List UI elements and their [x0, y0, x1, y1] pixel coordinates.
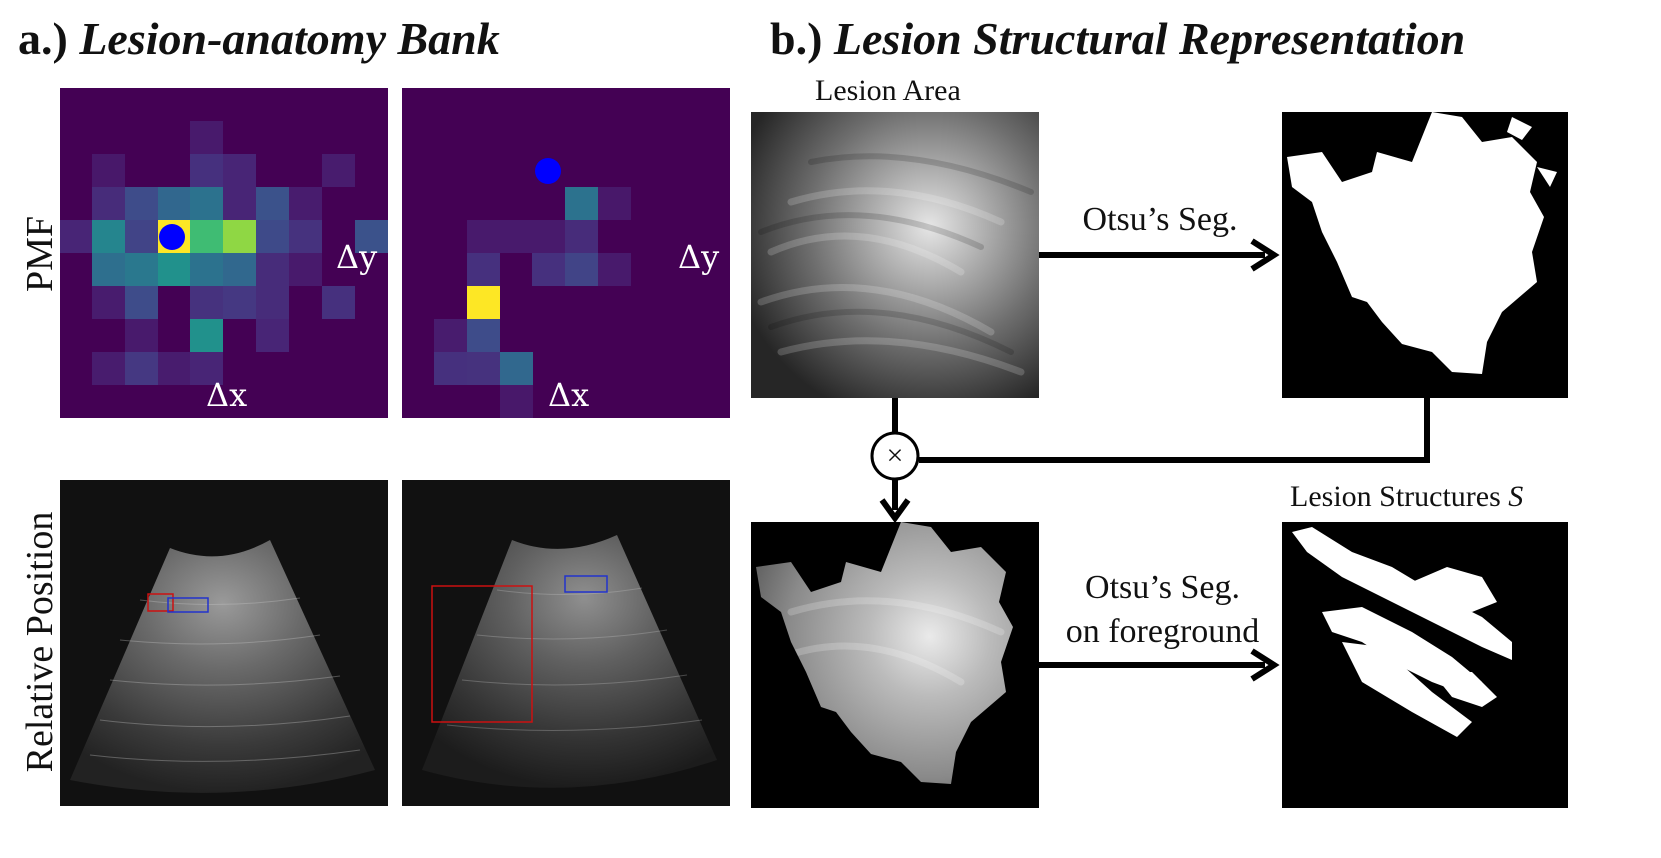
pmf-heatmap-1: Δy Δx [60, 88, 388, 418]
pmf-heatmap-2-cells [434, 187, 631, 418]
lesion-area-svg [751, 112, 1039, 398]
caption-lesion-structures: Lesion Structures S [1290, 480, 1523, 514]
us1-red-box [147, 593, 174, 612]
arrow-bottom-label-2: on foreground [1065, 613, 1260, 650]
row-label-relative-position: Relative Position [19, 511, 61, 773]
caption-structures-symbol: S [1508, 480, 1524, 513]
pmf-2-dx-label: Δx [548, 376, 590, 414]
caption-lesion-area: Lesion Area [815, 74, 961, 107]
us1-blue-box [167, 597, 209, 613]
arrow-top-label: Otsu’s Seg. [1082, 201, 1238, 238]
lesion-structures-image [1282, 522, 1568, 808]
row-label-pmf: PMF [19, 215, 61, 293]
pmf-heatmap-2-svg [402, 88, 730, 418]
panel-a-title: a.) Lesion-anatomy Bank [18, 12, 500, 65]
pmf-1-dx-label: Δx [206, 376, 248, 414]
pmf-heatmap-1-svg [60, 88, 388, 418]
lesion-structures-svg [1282, 522, 1568, 808]
lesion-area-image [751, 112, 1039, 398]
panel-b-title-text: Lesion Structural Representation [833, 13, 1466, 64]
us2-blue-box [564, 575, 608, 593]
panel-b-prefix: b.) [770, 13, 823, 64]
panel-b-title: b.) Lesion Structural Representation [770, 12, 1465, 65]
pmf-heatmap-2: Δy Δx [402, 88, 730, 418]
panel-a-prefix: a.) [18, 13, 68, 64]
pmf-1-origin-dot [159, 224, 185, 250]
us2-red-box [431, 585, 533, 723]
masked-lesion-image [751, 522, 1039, 808]
pmf-heatmap-1-cells [60, 121, 388, 385]
arrow-top-head [1250, 238, 1280, 272]
multiply-symbol: × [886, 439, 904, 472]
arrow-bottom-label-1: Otsu’s Seg. [1085, 569, 1240, 606]
pmf-1-dy-label: Δy [336, 238, 378, 276]
panel-a-title-text: Lesion-anatomy Bank [79, 13, 500, 64]
ultrasound-image-2 [402, 480, 730, 806]
masked-lesion-svg [751, 522, 1039, 808]
pmf-2-dy-label: Δy [678, 238, 720, 276]
caption-structures-text: Lesion Structures [1290, 480, 1501, 513]
mask-connector [919, 398, 1430, 463]
arrow-bottom-head [1250, 648, 1280, 682]
otsu-mask-svg [1282, 112, 1568, 398]
ultrasound-image-1-svg [60, 480, 388, 806]
ultrasound-image-2-svg [402, 480, 730, 806]
arrow-vertical-head [879, 498, 911, 524]
pmf-2-origin-dot [535, 158, 561, 184]
ultrasound-image-1 [60, 480, 388, 806]
otsu-mask-image [1282, 112, 1568, 398]
